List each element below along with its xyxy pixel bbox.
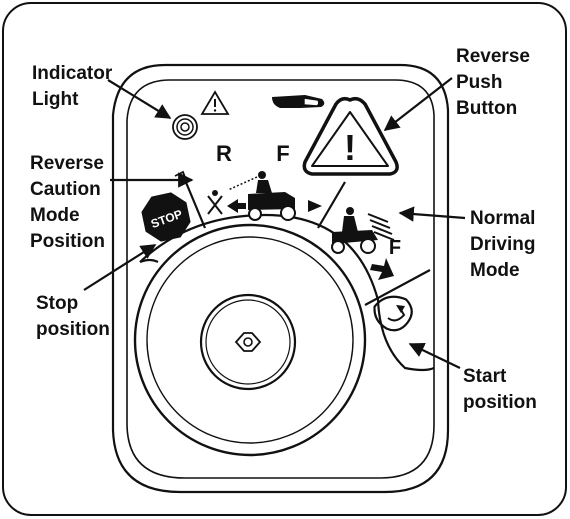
caution-divider (183, 179, 207, 229)
leader-stop-position (83, 244, 157, 291)
normal-divider (317, 181, 346, 229)
normal-mode-letter: F (389, 237, 401, 259)
leader-reverse-push-button (383, 77, 453, 131)
start-divider (364, 269, 431, 306)
hand-press-icon (272, 95, 325, 108)
key-switch-outer[interactable] (133, 223, 367, 457)
callout-normal-driving-mode: Normal Driving Mode (470, 208, 541, 281)
leader-start-position (408, 343, 461, 369)
panel-outline (111, 63, 450, 494)
callout-indicator-light: Indicator Light (32, 63, 118, 110)
key-switch-ring (146, 236, 354, 444)
reverse-push-button-mark: ! (344, 127, 356, 168)
callout-reverse-push-button: Reverse Push Button (456, 46, 535, 119)
leader-normal-driving-mode (398, 206, 466, 222)
forward-letter: F (276, 141, 289, 166)
indicator-light-icon (172, 114, 198, 140)
key-switch-hub-inner (205, 299, 291, 385)
stop-octagon-icon: STOP (141, 192, 191, 242)
reverse-letter: R (216, 141, 232, 166)
panel-inner-outline (126, 79, 435, 479)
callout-start-position: Start position (463, 366, 537, 413)
leader-indicator-light (107, 79, 172, 119)
mode-arc (139, 213, 435, 372)
key-slot-icon[interactable] (234, 332, 262, 352)
warning-triangle-icon (200, 90, 230, 115)
caution-bracket (174, 170, 187, 181)
reverse-push-button-icon[interactable]: ! (302, 96, 399, 176)
key-switch-hub (199, 293, 297, 391)
mower-reverse-icon (207, 171, 322, 221)
mower-forward-icon: F (331, 207, 401, 280)
start-key-icon (373, 295, 413, 332)
callout-stop-position: Stop position (36, 293, 110, 340)
stop-notch (139, 258, 159, 264)
callout-reverse-caution-mode: Reverse Caution Mode Position (30, 153, 109, 252)
